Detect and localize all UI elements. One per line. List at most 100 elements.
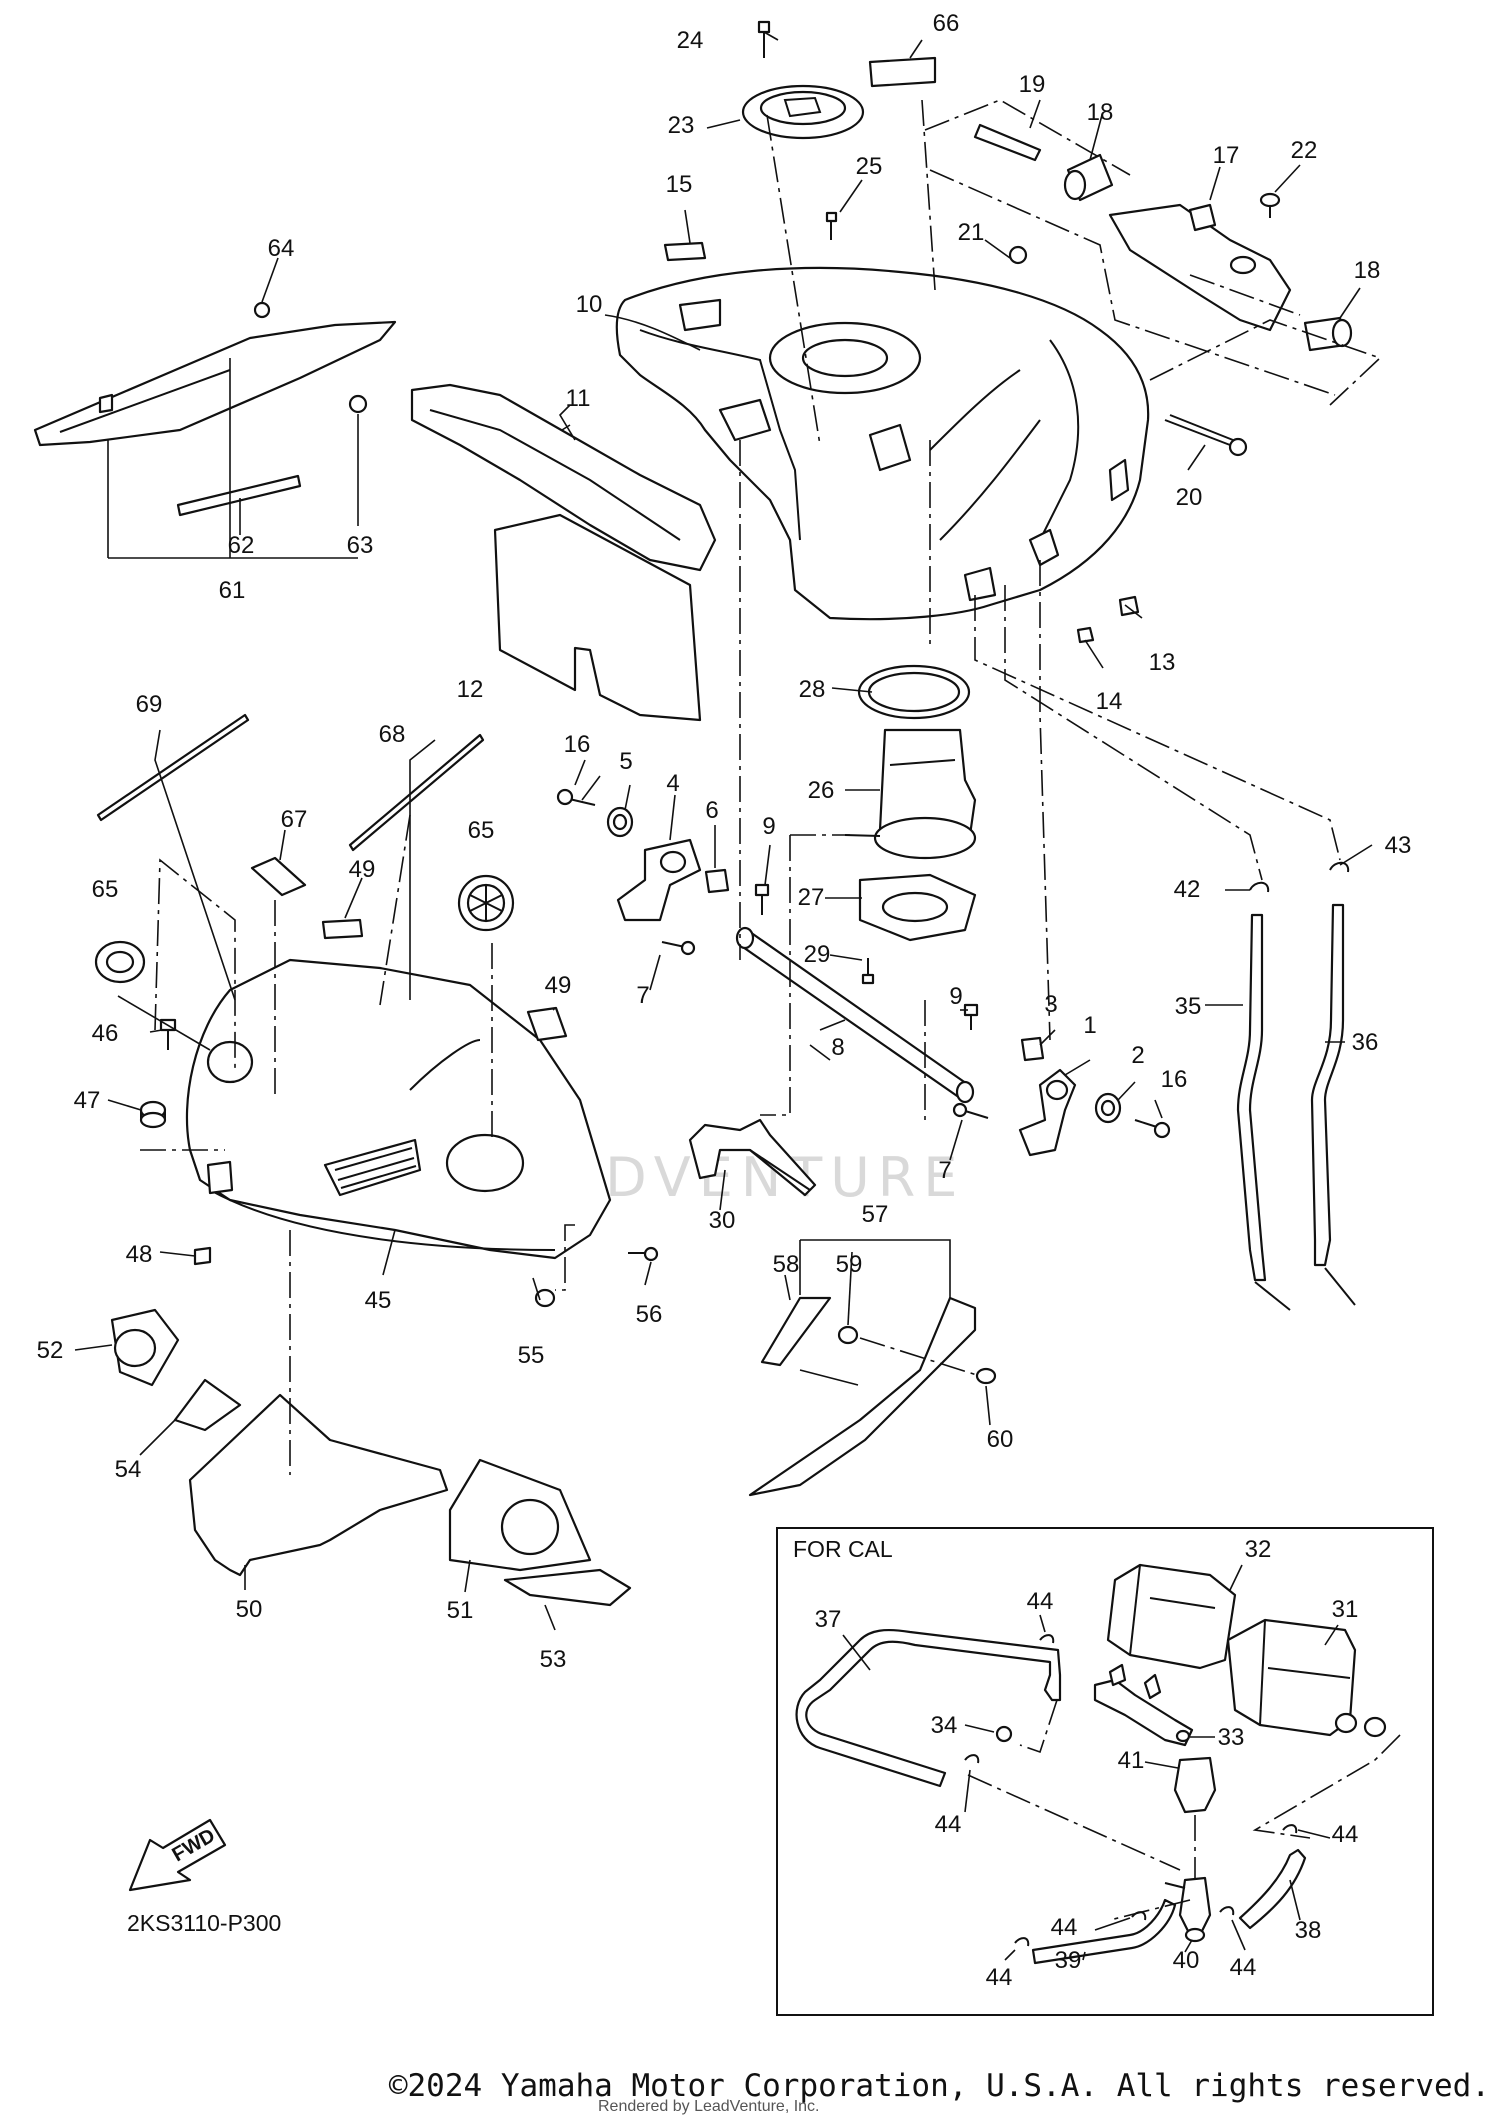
canister-31-part[interactable] xyxy=(1226,1618,1387,1738)
bolt-16b-part[interactable] xyxy=(1134,1119,1171,1139)
bolt-9b-part[interactable] xyxy=(963,1003,979,1030)
cover-12-part[interactable] xyxy=(493,513,702,722)
hose-30-part[interactable] xyxy=(688,1118,817,1197)
grommet-55-part[interactable] xyxy=(534,1288,556,1308)
callout-10: 10 xyxy=(576,291,603,318)
piece-53-part[interactable] xyxy=(503,1568,632,1607)
bolt-7a-part[interactable] xyxy=(661,940,696,956)
inset-leader-lines xyxy=(842,1564,1401,1961)
pad-49b-part[interactable] xyxy=(526,1006,568,1042)
callout-41: 41 xyxy=(1118,1747,1145,1774)
strip-62-part[interactable] xyxy=(176,474,302,517)
callout-65b: 65 xyxy=(468,817,495,844)
bolt-25-part[interactable] xyxy=(825,211,838,240)
strip-69-part[interactable] xyxy=(96,713,250,822)
callout-56: 56 xyxy=(636,1301,663,1328)
clip-43-part[interactable] xyxy=(1329,861,1350,873)
callout-9b: 9 xyxy=(949,983,962,1010)
callout-11: 11 xyxy=(566,385,591,412)
fuel-pump-part[interactable] xyxy=(844,728,977,860)
callout-43: 43 xyxy=(1385,832,1412,859)
rendered-by-text: Rendered by LeadVenture, Inc. xyxy=(598,2098,820,2115)
callout-64: 64 xyxy=(268,235,295,262)
clip-42-part[interactable] xyxy=(1249,881,1270,893)
panel-51-part[interactable] xyxy=(448,1458,592,1572)
joint-41-part[interactable] xyxy=(1173,1756,1217,1814)
part-14[interactable] xyxy=(1076,626,1095,644)
pad-15[interactable] xyxy=(663,241,707,262)
bracket-1-part[interactable] xyxy=(1018,1068,1077,1157)
bolt-7b-part[interactable] xyxy=(952,1102,989,1119)
lower-cover-50-part[interactable] xyxy=(188,1393,449,1577)
clip-44-parts[interactable] xyxy=(964,1634,1298,1947)
fwd-arrow-icon: FWD xyxy=(128,1818,227,1892)
callout-numbers: 1 2 3 4 5 6 7 7 8 9 9 10 11 12 13 14 15 … xyxy=(37,10,1412,1991)
collar-3-part[interactable] xyxy=(1020,1036,1045,1062)
callout-2: 2 xyxy=(1131,1042,1144,1069)
bolt-24-part[interactable] xyxy=(757,20,771,58)
pipe-19-part[interactable] xyxy=(973,123,1042,162)
valve-40-part[interactable] xyxy=(1164,1876,1212,1943)
collar-6-part[interactable] xyxy=(704,868,730,894)
pad-49a-part[interactable] xyxy=(321,918,364,940)
callout-7a: 7 xyxy=(636,982,649,1009)
callout-4: 4 xyxy=(666,770,679,797)
emblem-67-part[interactable] xyxy=(250,856,307,897)
callout-21: 21 xyxy=(958,219,985,246)
emblem-65a-part[interactable] xyxy=(94,940,146,984)
callout-25: 25 xyxy=(856,153,883,180)
callout-18b: 18 xyxy=(1354,257,1381,284)
callout-12: 12 xyxy=(457,676,484,703)
bolt-29-part[interactable] xyxy=(861,958,875,985)
callout-18a: 18 xyxy=(1087,99,1114,126)
gasket-28-part[interactable] xyxy=(857,664,971,720)
hose-35-part[interactable] xyxy=(1236,913,1291,1311)
collar-2-part[interactable] xyxy=(1094,1092,1122,1124)
shroud-45-part[interactable] xyxy=(185,958,612,1260)
callout-19: 19 xyxy=(1019,71,1046,98)
bolt-9a-part[interactable] xyxy=(754,883,770,915)
duct-52-part[interactable] xyxy=(110,1308,180,1387)
damper-18a-part[interactable] xyxy=(1063,153,1114,202)
screw-60-part[interactable] xyxy=(975,1367,997,1385)
bolt-20-part[interactable] xyxy=(1164,414,1248,457)
screw-64-part[interactable] xyxy=(253,301,271,319)
emblem-65b-part[interactable] xyxy=(457,874,515,932)
label-sticker-66[interactable] xyxy=(868,56,937,88)
hose-36-part[interactable] xyxy=(1310,903,1356,1306)
grommet-59-part[interactable] xyxy=(837,1325,859,1345)
bracket-4-part[interactable] xyxy=(616,838,702,922)
rod-8-part[interactable] xyxy=(735,926,975,1104)
hose-38-part[interactable] xyxy=(1238,1848,1307,1930)
callout-23: 23 xyxy=(668,112,695,139)
collar-5-part[interactable] xyxy=(606,806,634,838)
nut-21-part[interactable] xyxy=(1008,245,1028,265)
screw-34-part[interactable] xyxy=(995,1725,1013,1743)
callout-44c: 44 xyxy=(1332,1821,1359,1848)
screw-48-part[interactable] xyxy=(193,1246,212,1266)
piece-54-part[interactable] xyxy=(173,1378,242,1432)
bolt-16a-part[interactable] xyxy=(556,788,596,806)
pipe-37-part[interactable] xyxy=(795,1629,1062,1788)
callout-35: 35 xyxy=(1175,993,1202,1020)
hose-39-part[interactable] xyxy=(1031,1898,1177,1965)
side-cover-61-part[interactable] xyxy=(33,320,397,447)
fuel-cap-part[interactable] xyxy=(741,84,865,140)
fuel-tank-part[interactable] xyxy=(615,266,1150,621)
canister-32-part[interactable] xyxy=(1106,1563,1237,1670)
callout-44f: 44 xyxy=(1230,1954,1257,1981)
cover-57-part[interactable] xyxy=(748,1296,977,1497)
callout-32: 32 xyxy=(1245,1536,1272,1563)
callout-44a: 44 xyxy=(1027,1588,1054,1615)
strip-58-part[interactable] xyxy=(760,1296,832,1367)
grommet-63-part[interactable] xyxy=(348,394,368,414)
strip-68-part[interactable] xyxy=(348,733,485,852)
cover-11-part[interactable] xyxy=(410,383,717,572)
grommet-47-part[interactable] xyxy=(139,1100,167,1129)
bracket-33-part[interactable] xyxy=(1093,1663,1194,1747)
screw-22-part[interactable] xyxy=(1259,192,1281,218)
bracket-17-part[interactable] xyxy=(1108,203,1292,332)
plate-27-part[interactable] xyxy=(858,873,977,942)
callout-29: 29 xyxy=(804,941,831,968)
screw-56-part[interactable] xyxy=(628,1246,659,1262)
